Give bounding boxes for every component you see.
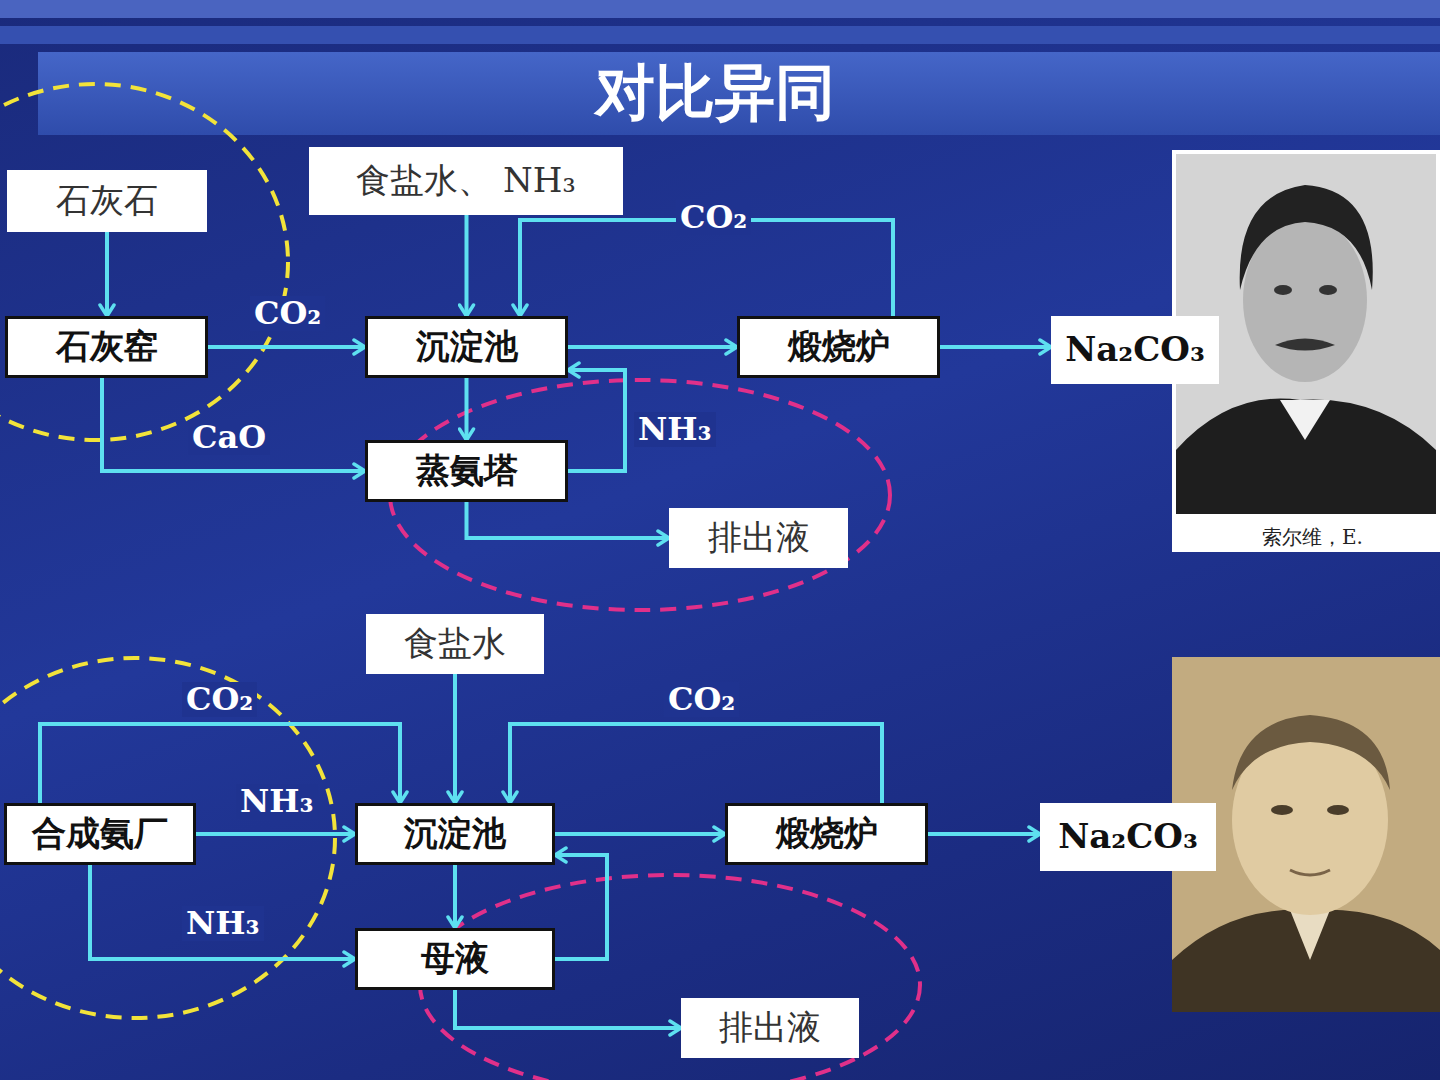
node-text: 石灰窑 — [56, 327, 158, 366]
process-box: 合成氨厂 — [4, 803, 196, 865]
node-text: 沉淀池 — [404, 814, 506, 853]
process-box: 沉淀池 — [365, 316, 568, 378]
node-text: 排出液 — [708, 518, 810, 557]
flow-arrow — [555, 832, 725, 836]
flow-arrow — [465, 378, 469, 440]
node-text: 石灰石 — [56, 181, 158, 220]
moustache — [1275, 339, 1335, 351]
flow-arrow — [510, 724, 882, 803]
edge-label: CO₂ — [676, 200, 751, 235]
node-text: 沉淀池 — [416, 327, 518, 366]
process-box: 石灰窑 — [5, 316, 208, 378]
node-text: 母液 — [421, 939, 489, 978]
collar — [1290, 910, 1330, 960]
info-box: Na₂CO₃ — [1051, 316, 1219, 384]
info-box: Na₂CO₃ — [1040, 803, 1216, 871]
eye — [1274, 285, 1292, 295]
title-band — [38, 52, 1440, 135]
edge-label: CO₂ — [664, 682, 739, 717]
node-text: 食盐水 — [404, 624, 506, 663]
flow-arrow — [453, 865, 457, 928]
flow-arrow — [102, 378, 365, 471]
flow-arrow — [465, 215, 469, 316]
node-text: Na₂CO₃ — [1058, 817, 1198, 856]
eye — [1327, 805, 1349, 815]
flow-arrow — [928, 832, 1040, 836]
info-box: 食盐水、 NH₃ — [309, 147, 623, 215]
edge-label: NH₃ — [182, 906, 264, 941]
flow-arrow — [940, 345, 1051, 349]
node-text: 排出液 — [719, 1008, 821, 1047]
coat — [1172, 910, 1440, 1013]
highlight-ellipse — [0, 658, 335, 1018]
flow-arrow — [555, 855, 607, 959]
node-text: 煅烧炉 — [776, 814, 878, 853]
eye — [1319, 285, 1337, 295]
flow-arrow — [453, 674, 457, 803]
edge-label: NH₃ — [236, 784, 318, 819]
process-box: 沉淀池 — [355, 803, 555, 865]
flow-arrow — [40, 724, 400, 803]
edge-label: CaO — [188, 420, 270, 455]
eye — [1271, 805, 1293, 815]
hair — [1240, 185, 1373, 290]
coat — [1176, 399, 1436, 514]
top-stripe — [0, 0, 1440, 18]
flow-arrow — [467, 502, 670, 538]
hair — [1232, 715, 1390, 790]
photo-caption: 索尔维，E. — [1262, 524, 1363, 551]
node-text: Na₂CO₃ — [1065, 330, 1205, 369]
edge-label: CO₂ — [182, 682, 257, 717]
process-box: 煅烧炉 — [725, 803, 928, 865]
flow-arrow — [105, 232, 109, 316]
info-box: 食盐水 — [366, 614, 544, 674]
flow-arrow — [568, 370, 625, 471]
highlight-ellipse — [0, 84, 288, 440]
process-box: 母液 — [355, 928, 555, 990]
info-box: 排出液 — [669, 508, 848, 568]
edge-label: CO₂ — [250, 296, 325, 331]
info-box: 排出液 — [681, 998, 859, 1058]
flow-arrow — [568, 345, 737, 349]
collar — [1280, 400, 1330, 440]
info-box: 石灰石 — [7, 170, 207, 232]
slide-title: 对比异同 — [480, 52, 950, 135]
node-text: 蒸氨塔 — [416, 451, 518, 490]
top-stripe — [0, 26, 1440, 44]
flow-arrow — [208, 345, 365, 349]
node-text: 煅烧炉 — [788, 327, 890, 366]
edge-label: NH₃ — [634, 412, 716, 447]
flow-arrow — [196, 832, 355, 836]
node-text: 合成氨厂 — [32, 814, 168, 853]
process-box: 蒸氨塔 — [365, 440, 568, 502]
mouth — [1290, 870, 1330, 875]
process-box: 煅烧炉 — [737, 316, 940, 378]
node-text: 食盐水、 NH₃ — [356, 161, 576, 200]
flow-arrow — [90, 865, 355, 959]
flow-arrow — [455, 990, 681, 1028]
